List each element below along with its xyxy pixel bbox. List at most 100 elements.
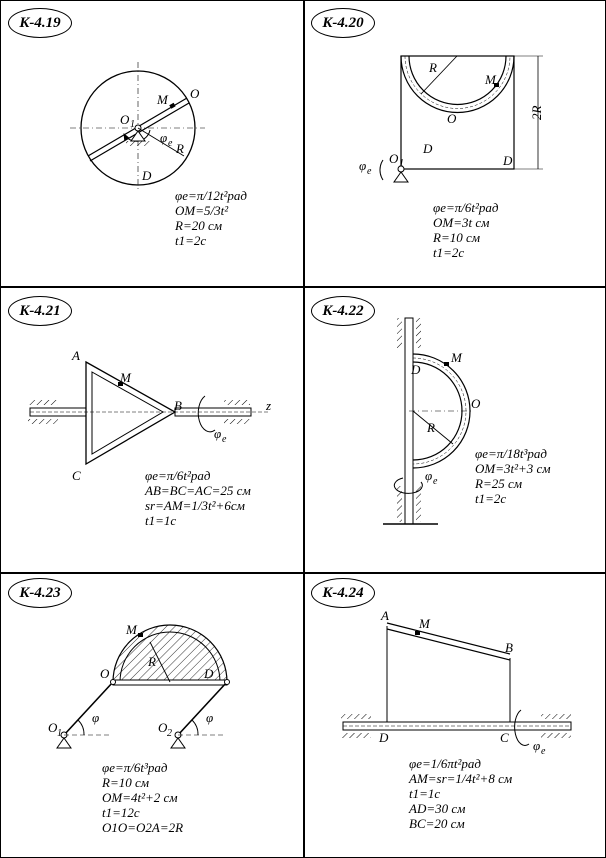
svg-text:z: z — [265, 398, 271, 413]
phi-arc — [393, 477, 423, 494]
point-m — [444, 362, 449, 366]
bottom-bearing-hatch — [397, 486, 402, 522]
parameters: φe=π/6t²рад OM=3t см R=10 см t1=2с — [433, 200, 499, 260]
square-frame — [400, 55, 515, 170]
semicircle-tube-inner — [408, 55, 507, 106]
parameters: φe=π/6t²рад AB=BC=AC=25 см sr=AM=1/3t²+6… — [145, 468, 251, 528]
half-disk — [112, 624, 228, 683]
svg-text:O: O — [158, 720, 168, 735]
problem-id-badge: K-4.24 — [311, 578, 375, 608]
phi-arc — [379, 159, 384, 181]
svg-text:M: M — [484, 72, 497, 87]
svg-text:D: D — [141, 168, 152, 183]
svg-text:B: B — [174, 398, 182, 413]
panel-k-4-22: K-4.22 D M O R φ e — [303, 286, 606, 572]
svg-text:D: D — [502, 153, 513, 168]
svg-text:M: M — [418, 616, 431, 631]
parameters: φe=π/18t³рад OM=3t²+3 см R=25 см t1=2с — [475, 446, 551, 506]
diagram-k-4-24: A M B D C φ e — [341, 608, 572, 757]
svg-text:1: 1 — [399, 158, 404, 169]
svg-text:D: D — [203, 666, 214, 681]
svg-text:M: M — [450, 350, 463, 365]
svg-text:O: O — [48, 720, 58, 735]
diagram-k-4-21: A M B C z φ e — [28, 348, 271, 483]
svg-text:C: C — [500, 730, 509, 745]
parameters: φe=π/6t³рад R=10 см OM=4t²+2 см t1=12с O… — [102, 760, 184, 835]
point-m — [138, 633, 143, 637]
top-bearing-hatch — [397, 318, 402, 348]
panel-k-4-20: K-4.20 R M O O 1 D D 2R φ e φe=π/6t — [303, 0, 606, 286]
panel-k-4-23: K-4.23 M R O — [0, 572, 303, 858]
phi-arc — [514, 709, 530, 746]
problem-id-badge: K-4.20 — [311, 8, 375, 38]
diagram-k-4-23: M R O D O 1 O 2 φ φ — [48, 622, 230, 749]
crank-1 — [63, 681, 114, 736]
phi-arc — [197, 395, 216, 433]
horizontal-divider-2 — [0, 572, 606, 574]
svg-text:O: O — [100, 666, 110, 681]
point-m — [118, 382, 123, 386]
ground-hatch — [126, 141, 150, 146]
tube-ab-2 — [386, 628, 511, 661]
tube-ab-1 — [386, 622, 511, 655]
problem-id-badge: K-4.22 — [311, 296, 375, 326]
semicircle-tube-outer — [400, 55, 515, 114]
svg-text:φ: φ — [206, 710, 213, 725]
svg-text:R: R — [147, 654, 156, 669]
semicircle-tube-dash — [404, 55, 511, 109]
svg-text:e: e — [168, 138, 173, 149]
svg-text:e: e — [222, 434, 227, 445]
semicircle-outer — [412, 353, 471, 469]
problem-id-badge: K-4.21 — [8, 296, 72, 326]
diagram-k-4-22: D M O R φ e — [383, 317, 481, 525]
svg-text:A: A — [71, 348, 80, 363]
svg-text:φ: φ — [92, 710, 99, 725]
svg-text:M: M — [119, 370, 132, 385]
svg-text:A: A — [380, 608, 389, 623]
svg-text:2R: 2R — [529, 106, 544, 121]
svg-text:φ: φ — [160, 130, 167, 145]
svg-text:e: e — [541, 746, 546, 757]
svg-text:D: D — [422, 141, 433, 156]
triangle-outer — [85, 360, 177, 466]
left-bearing-hatch — [28, 400, 58, 405]
parameters: φe=π/12t²рад OM=5/3t² R=20 см t1=2с — [175, 188, 247, 248]
triangle-inner — [91, 371, 164, 455]
svg-text:C: C — [72, 468, 81, 483]
panel-k-4-19: K-4.19 O M — [0, 0, 303, 286]
svg-text:φ: φ — [214, 426, 221, 441]
diagram-k-4-20: R M O O 1 D D 2R φ e — [359, 55, 544, 183]
svg-text:O: O — [389, 151, 399, 166]
svg-text:1: 1 — [130, 119, 135, 130]
radius-line — [137, 127, 185, 157]
problem-id-badge: K-4.23 — [8, 578, 72, 608]
panel-k-4-21: K-4.21 A M B C z φ e — [0, 286, 303, 572]
svg-text:D: D — [410, 362, 421, 377]
diagram-k-4-19: O M O 1 R φ e D — [70, 62, 205, 192]
point-m — [494, 83, 499, 87]
svg-text:φ: φ — [533, 738, 540, 753]
svg-text:φ: φ — [425, 468, 432, 483]
svg-text:O: O — [471, 396, 481, 411]
svg-text:D: D — [378, 730, 389, 745]
radius — [412, 410, 454, 445]
right-bearing-hatch — [224, 400, 250, 405]
horizontal-divider-1 — [0, 286, 606, 288]
point-m — [169, 102, 176, 109]
svg-text:M: M — [156, 92, 169, 107]
svg-text:R: R — [175, 141, 184, 156]
panel-k-4-24: K-4.24 A M B D C φ e — [303, 572, 606, 858]
support — [393, 171, 409, 183]
svg-text:R: R — [428, 60, 437, 75]
svg-text:O: O — [447, 111, 457, 126]
svg-text:2: 2 — [167, 728, 172, 739]
radius — [149, 641, 171, 683]
svg-text:e: e — [433, 476, 438, 487]
svg-text:M: M — [125, 622, 138, 637]
svg-text:e: e — [367, 166, 372, 177]
parameters: φe=1/6πt²рад AM=sr=1/4t²+8 см t1=1с AD=3… — [409, 756, 513, 831]
vertical-divider — [303, 0, 305, 858]
problem-id-badge: K-4.19 — [8, 8, 72, 38]
point-m — [415, 631, 420, 635]
